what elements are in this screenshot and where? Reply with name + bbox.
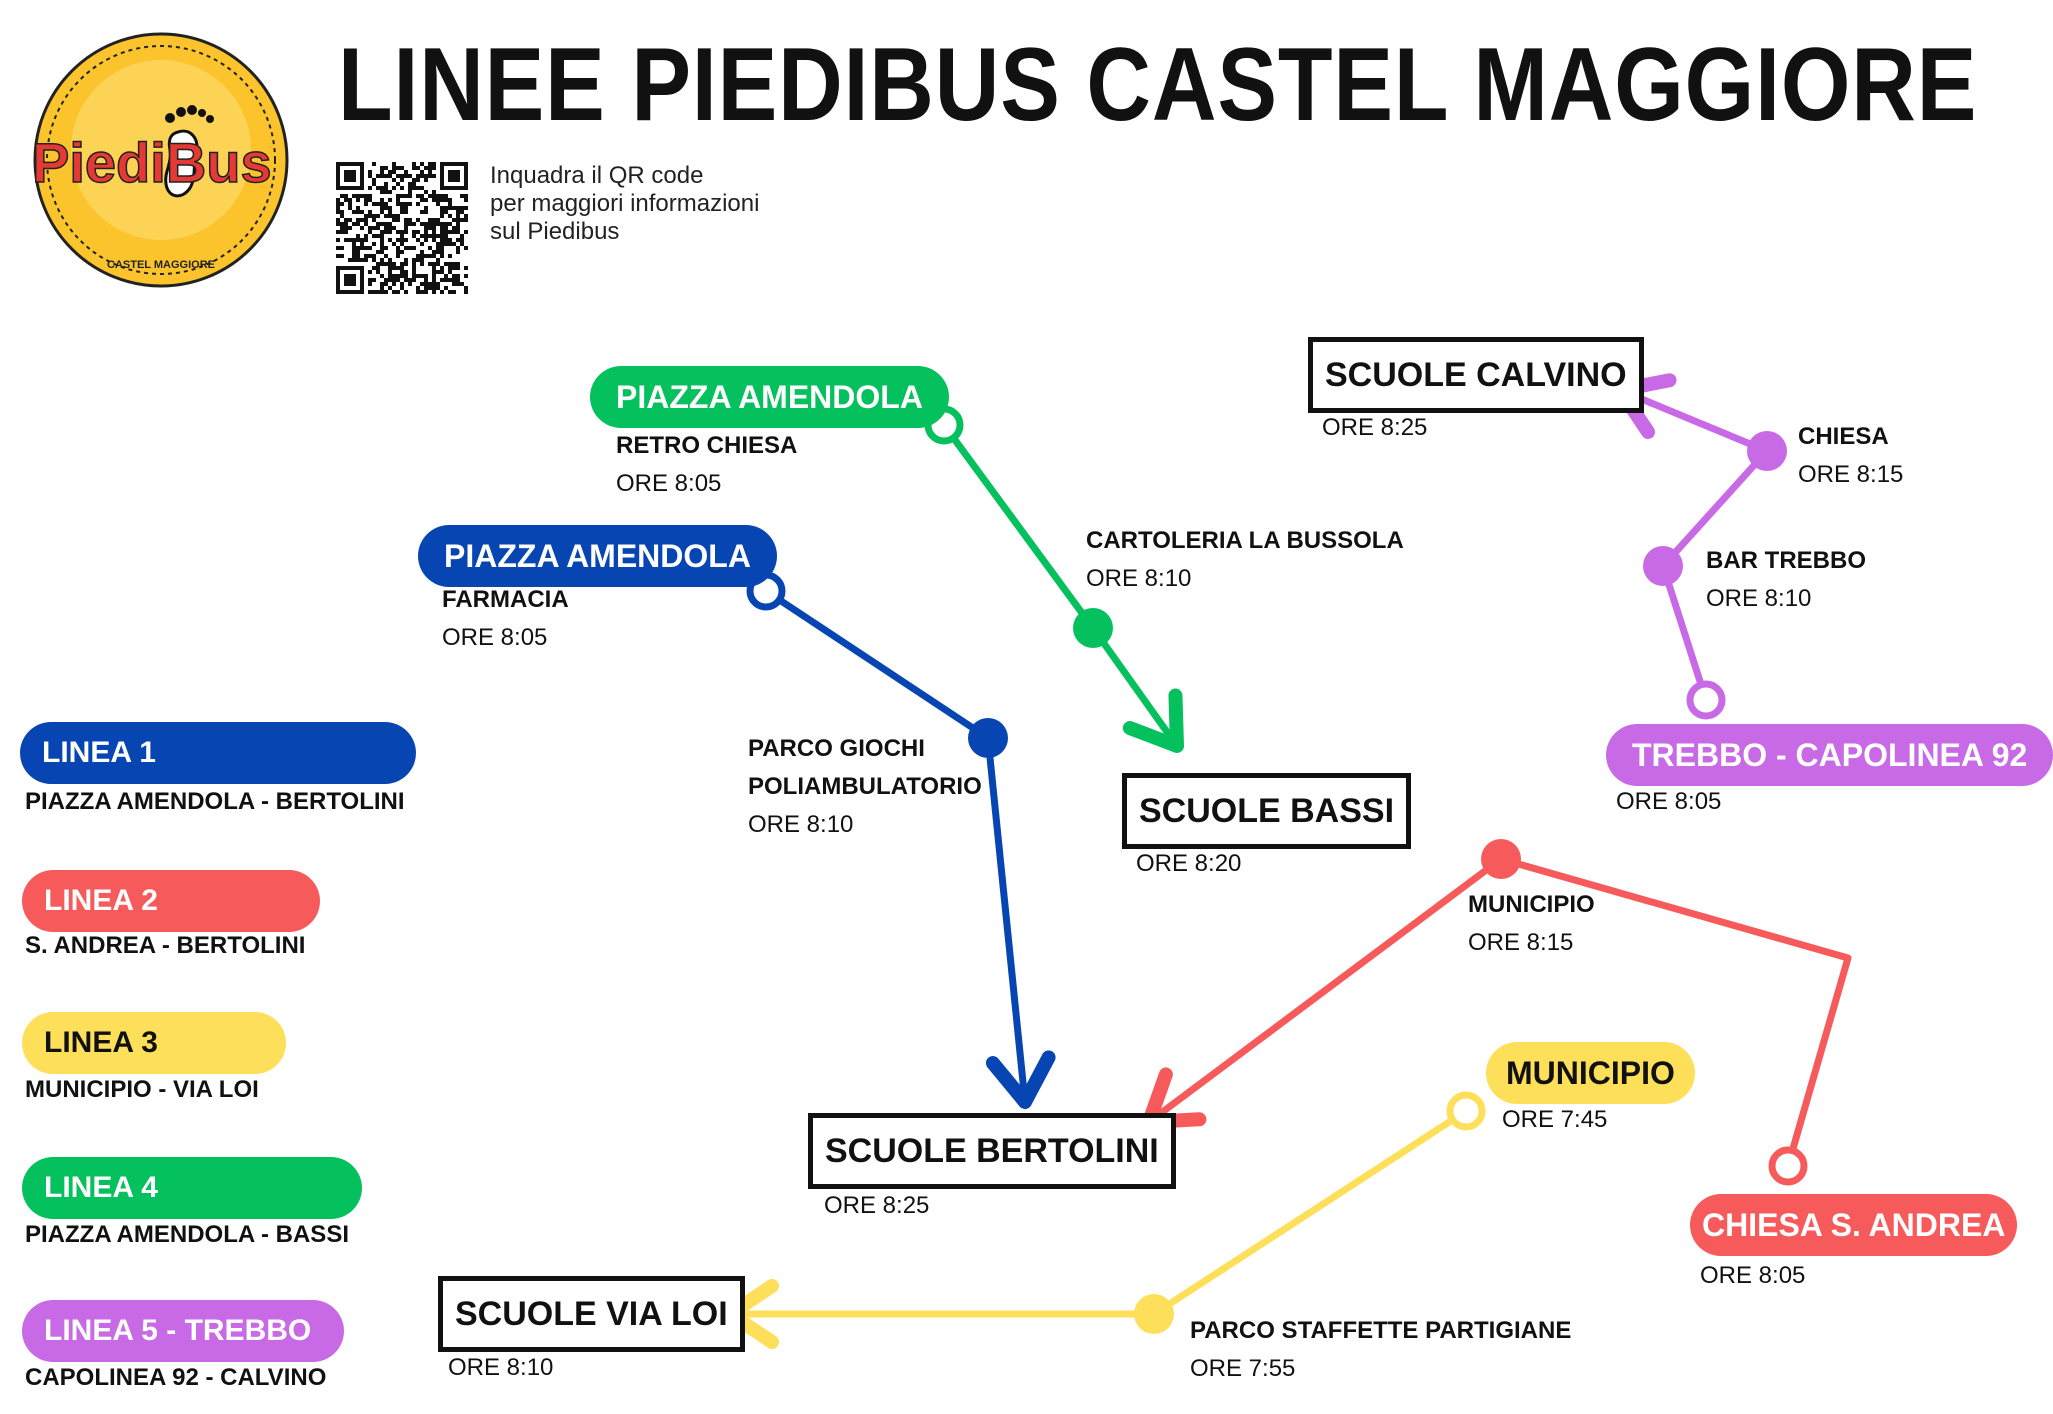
school-bassi[interactable]: SCUOLE BASSI bbox=[1122, 773, 1412, 849]
start-linea-1-time: ORE 8:05 bbox=[442, 624, 548, 651]
page-title: LINEE PIEDIBUS CASTEL MAGGIORE bbox=[338, 27, 1978, 143]
route-linea-2 bbox=[1142, 839, 1852, 1186]
school-bertolini[interactable]: SCUOLE BERTOLINI bbox=[808, 1113, 1176, 1189]
start-linea-1-sub: FARMACIA bbox=[442, 586, 569, 613]
school-via-loi[interactable]: SCUOLE VIA LOI bbox=[438, 1276, 745, 1352]
qr-text-line: per maggiori informazioni bbox=[490, 190, 760, 217]
stop-name: CHIESA bbox=[1798, 423, 1889, 450]
legend-linea-1-route: PIAZZA AMENDOLA - BERTOLINI bbox=[25, 788, 405, 815]
stop-name: CARTOLERIA LA BUSSOLA bbox=[1086, 527, 1404, 554]
route-linea-3 bbox=[723, 1091, 1486, 1349]
stop-marker bbox=[1134, 1294, 1174, 1334]
school-via-loi-time: ORE 8:10 bbox=[448, 1354, 554, 1381]
start-linea-4-time: ORE 8:05 bbox=[616, 470, 722, 497]
stop-marker bbox=[1481, 839, 1521, 879]
start-linea-5[interactable]: TREBBO - CAPOLINEA 92 bbox=[1606, 724, 2053, 786]
school-calvino-time: ORE 8:25 bbox=[1322, 414, 1428, 441]
stop-marker bbox=[1073, 608, 1113, 648]
legend-linea-5-route: CAPOLINEA 92 - CALVINO bbox=[25, 1364, 327, 1391]
qr-text-line: sul Piedibus bbox=[490, 218, 620, 245]
stop-marker bbox=[1747, 431, 1787, 471]
stop-bar-trebbo: BAR TREBBO ORE 8:10 bbox=[1706, 542, 1866, 618]
legend-linea-2-route: S. ANDREA - BERTOLINI bbox=[25, 932, 306, 959]
legend-linea-4[interactable]: LINEA 4 bbox=[22, 1157, 362, 1219]
stop-cartoleria: CARTOLERIA LA BUSSOLA ORE 8:10 bbox=[1086, 522, 1404, 598]
stop-name: MUNICIPIO bbox=[1468, 891, 1595, 918]
stop-time: ORE 8:10 bbox=[1086, 565, 1192, 592]
stop-time: ORE 8:10 bbox=[1706, 585, 1812, 612]
school-calvino[interactable]: SCUOLE CALVINO bbox=[1308, 337, 1644, 413]
logo-caption: CASTEL MAGGIORE bbox=[107, 259, 215, 271]
stop-chiesa: CHIESA ORE 8:15 bbox=[1798, 418, 1903, 494]
stop-municipio: MUNICIPIO ORE 8:15 bbox=[1468, 886, 1595, 962]
route-linea-5 bbox=[1613, 373, 1787, 720]
legend-linea-5[interactable]: LINEA 5 - TREBBO bbox=[22, 1300, 344, 1362]
legend-linea-2[interactable]: LINEA 2 bbox=[22, 870, 320, 932]
footprint-icon bbox=[164, 105, 214, 198]
legend-linea-4-route: PIAZZA AMENDOLA - BASSI bbox=[25, 1221, 349, 1248]
legend-linea-3[interactable]: LINEA 3 bbox=[22, 1012, 286, 1074]
legend-linea-3-route: MUNICIPIO - VIA LOI bbox=[25, 1076, 259, 1103]
stop-marker bbox=[1446, 1091, 1486, 1131]
stop-parco-giochi: PARCO GIOCHI POLIAMBULATORIO ORE 8:10 bbox=[748, 730, 982, 844]
stop-staffette: PARCO STAFFETTE PARTIGIANE ORE 7:55 bbox=[1190, 1312, 1571, 1388]
stop-name: PARCO GIOCHI bbox=[748, 735, 925, 762]
stop-time: ORE 8:15 bbox=[1798, 461, 1904, 488]
start-linea-2[interactable]: CHIESA S. ANDREA bbox=[1690, 1194, 2018, 1256]
qr-instructions: Inquadra il QR code per maggiori informa… bbox=[490, 162, 759, 246]
piedibus-logo: PiediBus CASTEL MAGGIORE bbox=[31, 32, 289, 288]
start-linea-3-time: ORE 7:45 bbox=[1502, 1106, 1608, 1133]
start-linea-4[interactable]: PIAZZA AMENDOLA bbox=[590, 366, 949, 428]
stop-marker bbox=[1768, 1146, 1808, 1186]
stop-time: ORE 7:55 bbox=[1190, 1355, 1296, 1382]
start-linea-3[interactable]: MUNICIPIO bbox=[1486, 1042, 1695, 1104]
legend-linea-1[interactable]: LINEA 1 bbox=[20, 722, 416, 784]
start-linea-5-time: ORE 8:05 bbox=[1616, 788, 1722, 815]
start-linea-2-time: ORE 8:05 bbox=[1700, 1262, 1806, 1289]
stop-marker bbox=[968, 718, 1008, 758]
qr-code-icon[interactable] bbox=[336, 162, 468, 294]
school-bertolini-time: ORE 8:25 bbox=[824, 1192, 930, 1219]
logo-word: PiediBus bbox=[32, 131, 272, 194]
route-linea-1 bbox=[746, 571, 1056, 1109]
stop-time: ORE 8:10 bbox=[748, 811, 854, 838]
stop-name: PARCO STAFFETTE PARTIGIANE bbox=[1190, 1317, 1572, 1344]
stop-marker bbox=[1686, 680, 1726, 720]
stop-name: POLIAMBULATORIO bbox=[748, 773, 982, 800]
qr-text-line: Inquadra il QR code bbox=[490, 162, 704, 189]
stop-marker bbox=[1643, 546, 1683, 586]
start-linea-1[interactable]: PIAZZA AMENDOLA bbox=[418, 525, 777, 587]
school-bassi-time: ORE 8:20 bbox=[1136, 850, 1242, 877]
stop-time: ORE 8:15 bbox=[1468, 929, 1574, 956]
start-linea-4-sub: RETRO CHIESA bbox=[616, 432, 798, 459]
stop-name: BAR TREBBO bbox=[1706, 547, 1866, 574]
